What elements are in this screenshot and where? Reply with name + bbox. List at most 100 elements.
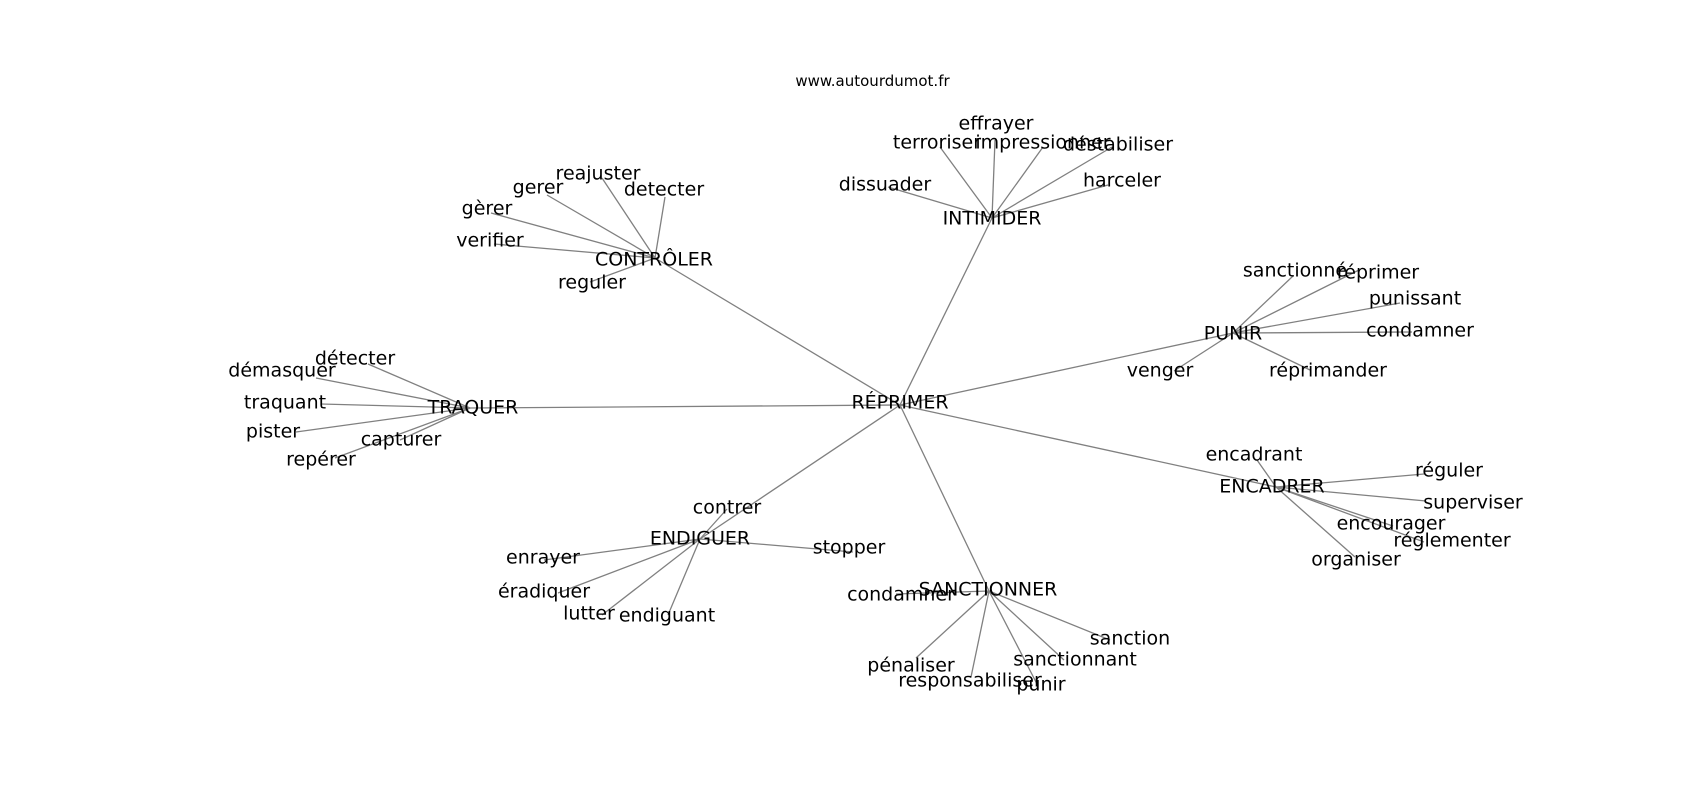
edge-hub-to-word bbox=[601, 177, 656, 259]
edge-center-to-hub bbox=[899, 217, 993, 406]
hub-node-label: ENDIGUER bbox=[650, 528, 750, 550]
edge-hub-to-word bbox=[334, 407, 471, 459]
edge-hub-to-word bbox=[490, 212, 656, 259]
hub-node-label: ENCADRER bbox=[1219, 476, 1325, 498]
edge-hub-to-word bbox=[1275, 486, 1394, 527]
word-node-label: venger bbox=[1127, 360, 1194, 382]
edge-center-to-hub bbox=[469, 404, 901, 409]
word-node-label: verifier bbox=[456, 230, 524, 252]
word-node-label: endiguant bbox=[619, 605, 715, 627]
edge-hub-to-word bbox=[1275, 486, 1425, 543]
edge-hub-to-word bbox=[1232, 331, 1413, 334]
word-node-label: harceler bbox=[1083, 170, 1161, 192]
word-node-label: sanction bbox=[1090, 628, 1170, 650]
center-node-label: RÉPRIMER bbox=[851, 391, 948, 414]
edge-hub-to-word bbox=[1232, 332, 1311, 371]
edge-hub-to-word bbox=[399, 407, 471, 441]
word-node-label: réprimander bbox=[1269, 360, 1387, 382]
edge-hub-to-word bbox=[991, 146, 1113, 219]
edge-hub-to-word bbox=[601, 538, 701, 616]
word-node-label: réprimer bbox=[1337, 262, 1419, 284]
word-node-label: démasquer bbox=[228, 360, 336, 382]
word-node-label: déstabiliser bbox=[1063, 134, 1173, 156]
edge-center-to-hub bbox=[899, 404, 1277, 488]
edge-hub-to-word bbox=[970, 590, 990, 678]
word-node-label: detecter bbox=[624, 179, 704, 201]
edge-hub-to-word bbox=[1232, 269, 1360, 334]
edge-hub-to-word bbox=[939, 146, 993, 219]
word-node-label: reguler bbox=[558, 272, 626, 294]
edge-hub-to-word bbox=[915, 590, 990, 659]
edge-hub-to-word bbox=[557, 538, 701, 594]
word-node-label: éradiquer bbox=[498, 581, 590, 603]
edge-hub-to-word bbox=[991, 146, 1044, 219]
edge-center-to-hub bbox=[899, 332, 1234, 406]
word-node-label: punissant bbox=[1369, 288, 1461, 310]
word-node-label: lutter bbox=[563, 603, 615, 625]
edge-hub-to-word bbox=[895, 590, 990, 595]
edge-hub-to-word bbox=[1275, 486, 1356, 558]
word-node-label: effrayer bbox=[959, 113, 1034, 135]
word-node-label: organiser bbox=[1311, 549, 1401, 571]
word-node-label: repérer bbox=[286, 449, 356, 471]
word-node-label: dissuader bbox=[839, 174, 932, 196]
word-node-label: pister bbox=[246, 421, 300, 443]
edge-hub-to-word bbox=[315, 377, 471, 409]
edge-hub-to-word bbox=[546, 194, 656, 259]
word-node-label: réguler bbox=[1415, 460, 1483, 482]
edge-hub-to-word bbox=[320, 403, 471, 409]
word-node-label: pénaliser bbox=[867, 655, 955, 677]
hub-node-label: SANCTIONNER bbox=[919, 579, 1058, 601]
edge-hub-to-word bbox=[589, 257, 656, 283]
edge-hub-to-word bbox=[1173, 332, 1234, 372]
hub-node-label: INTIMIDER bbox=[943, 208, 1042, 230]
edge-hub-to-word bbox=[988, 590, 1038, 685]
edge-hub-to-word bbox=[1256, 459, 1277, 488]
word-node-label: réglementer bbox=[1393, 530, 1510, 552]
edge-hub-to-word bbox=[493, 243, 656, 259]
word-node-label: reajuster bbox=[556, 163, 641, 185]
word-node-label: condamner bbox=[847, 584, 955, 606]
edge-center-to-hub bbox=[899, 404, 990, 592]
graph-labels: RÉPRIMERINTIMIDEReffrayerterroriserimpre… bbox=[228, 113, 1523, 696]
word-node-label: détecter bbox=[315, 348, 395, 370]
word-node-label: enrayer bbox=[506, 547, 580, 569]
edge-hub-to-word bbox=[667, 538, 701, 616]
word-node-label: encadrant bbox=[1206, 444, 1303, 466]
edge-hub-to-word bbox=[367, 363, 471, 409]
edge-hub-to-word bbox=[991, 139, 996, 219]
word-node-label: punir bbox=[1016, 674, 1065, 696]
hub-node-label: PUNIR bbox=[1204, 323, 1262, 345]
word-node-label: sanctionnant bbox=[1013, 649, 1137, 671]
edge-hub-to-word bbox=[654, 196, 666, 259]
word-node-label: sanctionné bbox=[1243, 260, 1347, 282]
edge-hub-to-word bbox=[1232, 275, 1294, 334]
edge-hub-to-word bbox=[1232, 302, 1401, 334]
word-node-label: condamner bbox=[1366, 320, 1474, 342]
hub-node-label: CONTRÔLER bbox=[595, 247, 713, 271]
edge-hub-to-word bbox=[1275, 486, 1427, 502]
edge-hub-to-word bbox=[887, 186, 993, 219]
site-watermark: www.autourdumot.fr bbox=[795, 72, 950, 90]
graph-edges bbox=[295, 139, 1427, 685]
word-node-label: gerer bbox=[513, 177, 564, 199]
word-node-label: traquant bbox=[244, 392, 326, 414]
edge-hub-to-word bbox=[988, 590, 1065, 661]
edge-hub-to-word bbox=[699, 508, 728, 540]
word-node-label: gèrer bbox=[462, 198, 513, 220]
edge-center-to-hub bbox=[699, 404, 901, 540]
edge-hub-to-word bbox=[1275, 473, 1425, 488]
edge-hub-to-word bbox=[991, 184, 1109, 219]
word-node-label: responsabiliser bbox=[898, 670, 1042, 692]
edge-hub-to-word bbox=[295, 407, 471, 433]
word-node-label: superviser bbox=[1423, 492, 1523, 514]
word-node-label: capturer bbox=[361, 429, 442, 451]
edge-hub-to-word bbox=[988, 590, 1111, 641]
word-node-label: stopper bbox=[813, 537, 886, 559]
word-node-label: impressionner bbox=[975, 132, 1110, 154]
edge-hub-to-word bbox=[543, 538, 701, 561]
hub-node-label: TRAQUER bbox=[427, 397, 519, 419]
edge-hub-to-word bbox=[699, 538, 854, 553]
edge-center-to-hub bbox=[654, 257, 901, 406]
